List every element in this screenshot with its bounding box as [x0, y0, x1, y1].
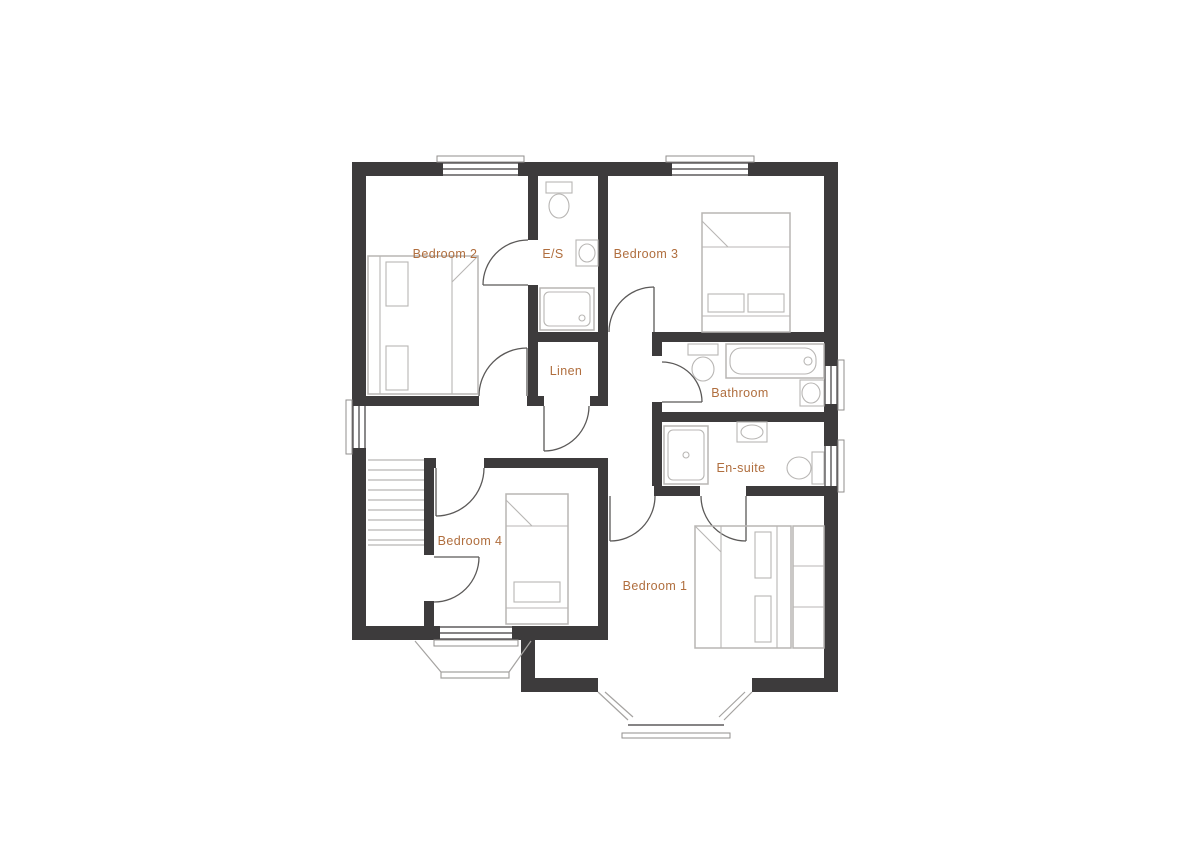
wall-bed4-top-b	[484, 458, 598, 468]
bed-bedroom-4	[505, 493, 569, 625]
bed-bedroom-1	[694, 525, 792, 649]
basin-bathroom	[799, 379, 825, 407]
door-es	[482, 239, 529, 286]
window-bedroom-4	[433, 626, 519, 647]
wall-right	[824, 162, 838, 692]
basin-en-suite	[736, 421, 768, 443]
room-label-bedroom-2: Bedroom 2	[413, 247, 478, 261]
door-stair-cupboard	[433, 556, 480, 603]
window-bedroom-2	[436, 155, 525, 176]
door-linen	[543, 405, 590, 452]
window-bedroom-3	[665, 155, 755, 176]
interior-walls	[352, 176, 824, 640]
wall-bed4-left-upper	[424, 468, 434, 555]
wall-bed3-bathroom	[654, 332, 824, 342]
shower-es	[539, 287, 595, 331]
room-label-bedroom-1: Bedroom 1	[623, 579, 688, 593]
wall-ensuite-bed1-a	[654, 486, 700, 496]
wall-bathroom-ensuite	[652, 412, 824, 422]
door-bedroom-3	[608, 286, 655, 333]
toilet-en-suite	[786, 451, 825, 485]
wall-bed1-left	[598, 458, 608, 640]
toilet-es	[545, 181, 573, 219]
door-en-suite	[700, 495, 747, 542]
wall-linen-corridor	[598, 342, 608, 396]
door-bedroom-2	[478, 347, 528, 397]
bed-bedroom-2	[367, 255, 479, 395]
door-bathroom	[661, 361, 703, 403]
wall-bed2-bottom	[352, 396, 479, 406]
stairs	[368, 459, 424, 546]
wardrobe-bedroom-1	[792, 525, 825, 649]
room-label-bedroom-4: Bedroom 4	[438, 534, 503, 548]
window-landing	[345, 399, 366, 455]
wall-top	[352, 162, 838, 176]
wall-es-bed3	[598, 176, 608, 342]
wall-bottom-right	[752, 678, 838, 692]
shower-en-suite	[663, 425, 709, 485]
room-label-en-suite: En-suite	[716, 461, 765, 475]
door-bedroom-4	[435, 467, 485, 517]
wall-bathroom-left-lower	[652, 402, 662, 486]
bath-bathroom	[725, 343, 825, 379]
room-label-linen: Linen	[550, 364, 583, 378]
room-label-es: E/S	[542, 247, 563, 261]
door-bedroom-1	[609, 495, 656, 542]
furniture	[367, 181, 825, 649]
wall-linen-stub	[590, 396, 608, 406]
basin-es	[575, 239, 599, 267]
wall-bed2-linen-stub	[527, 396, 544, 406]
wall-bed4-left-lower	[424, 601, 434, 626]
window-en-suite	[824, 439, 845, 493]
windows	[345, 155, 845, 647]
doors	[433, 239, 747, 603]
toilet-bathroom	[687, 343, 719, 382]
wall-bed4-top-a	[424, 458, 436, 468]
wall-es-linen	[528, 332, 608, 342]
wall-ensuite-bed1-b	[746, 486, 824, 496]
bed-bedroom-3	[701, 212, 791, 333]
window-bathroom	[824, 359, 845, 411]
wall-bottom-mid	[521, 678, 598, 692]
wall-bathroom-left-upper	[652, 332, 662, 356]
bay-roof-left	[414, 640, 532, 679]
room-label-bathroom: Bathroom	[711, 386, 768, 400]
wall-bed2-es-upper	[528, 176, 538, 240]
bay-window-bottom	[597, 691, 753, 739]
room-label-bedroom-3: Bedroom 3	[614, 247, 679, 261]
room-labels: Bedroom 2 E/S Bedroom 3 Linen Bathroom E…	[413, 247, 769, 593]
